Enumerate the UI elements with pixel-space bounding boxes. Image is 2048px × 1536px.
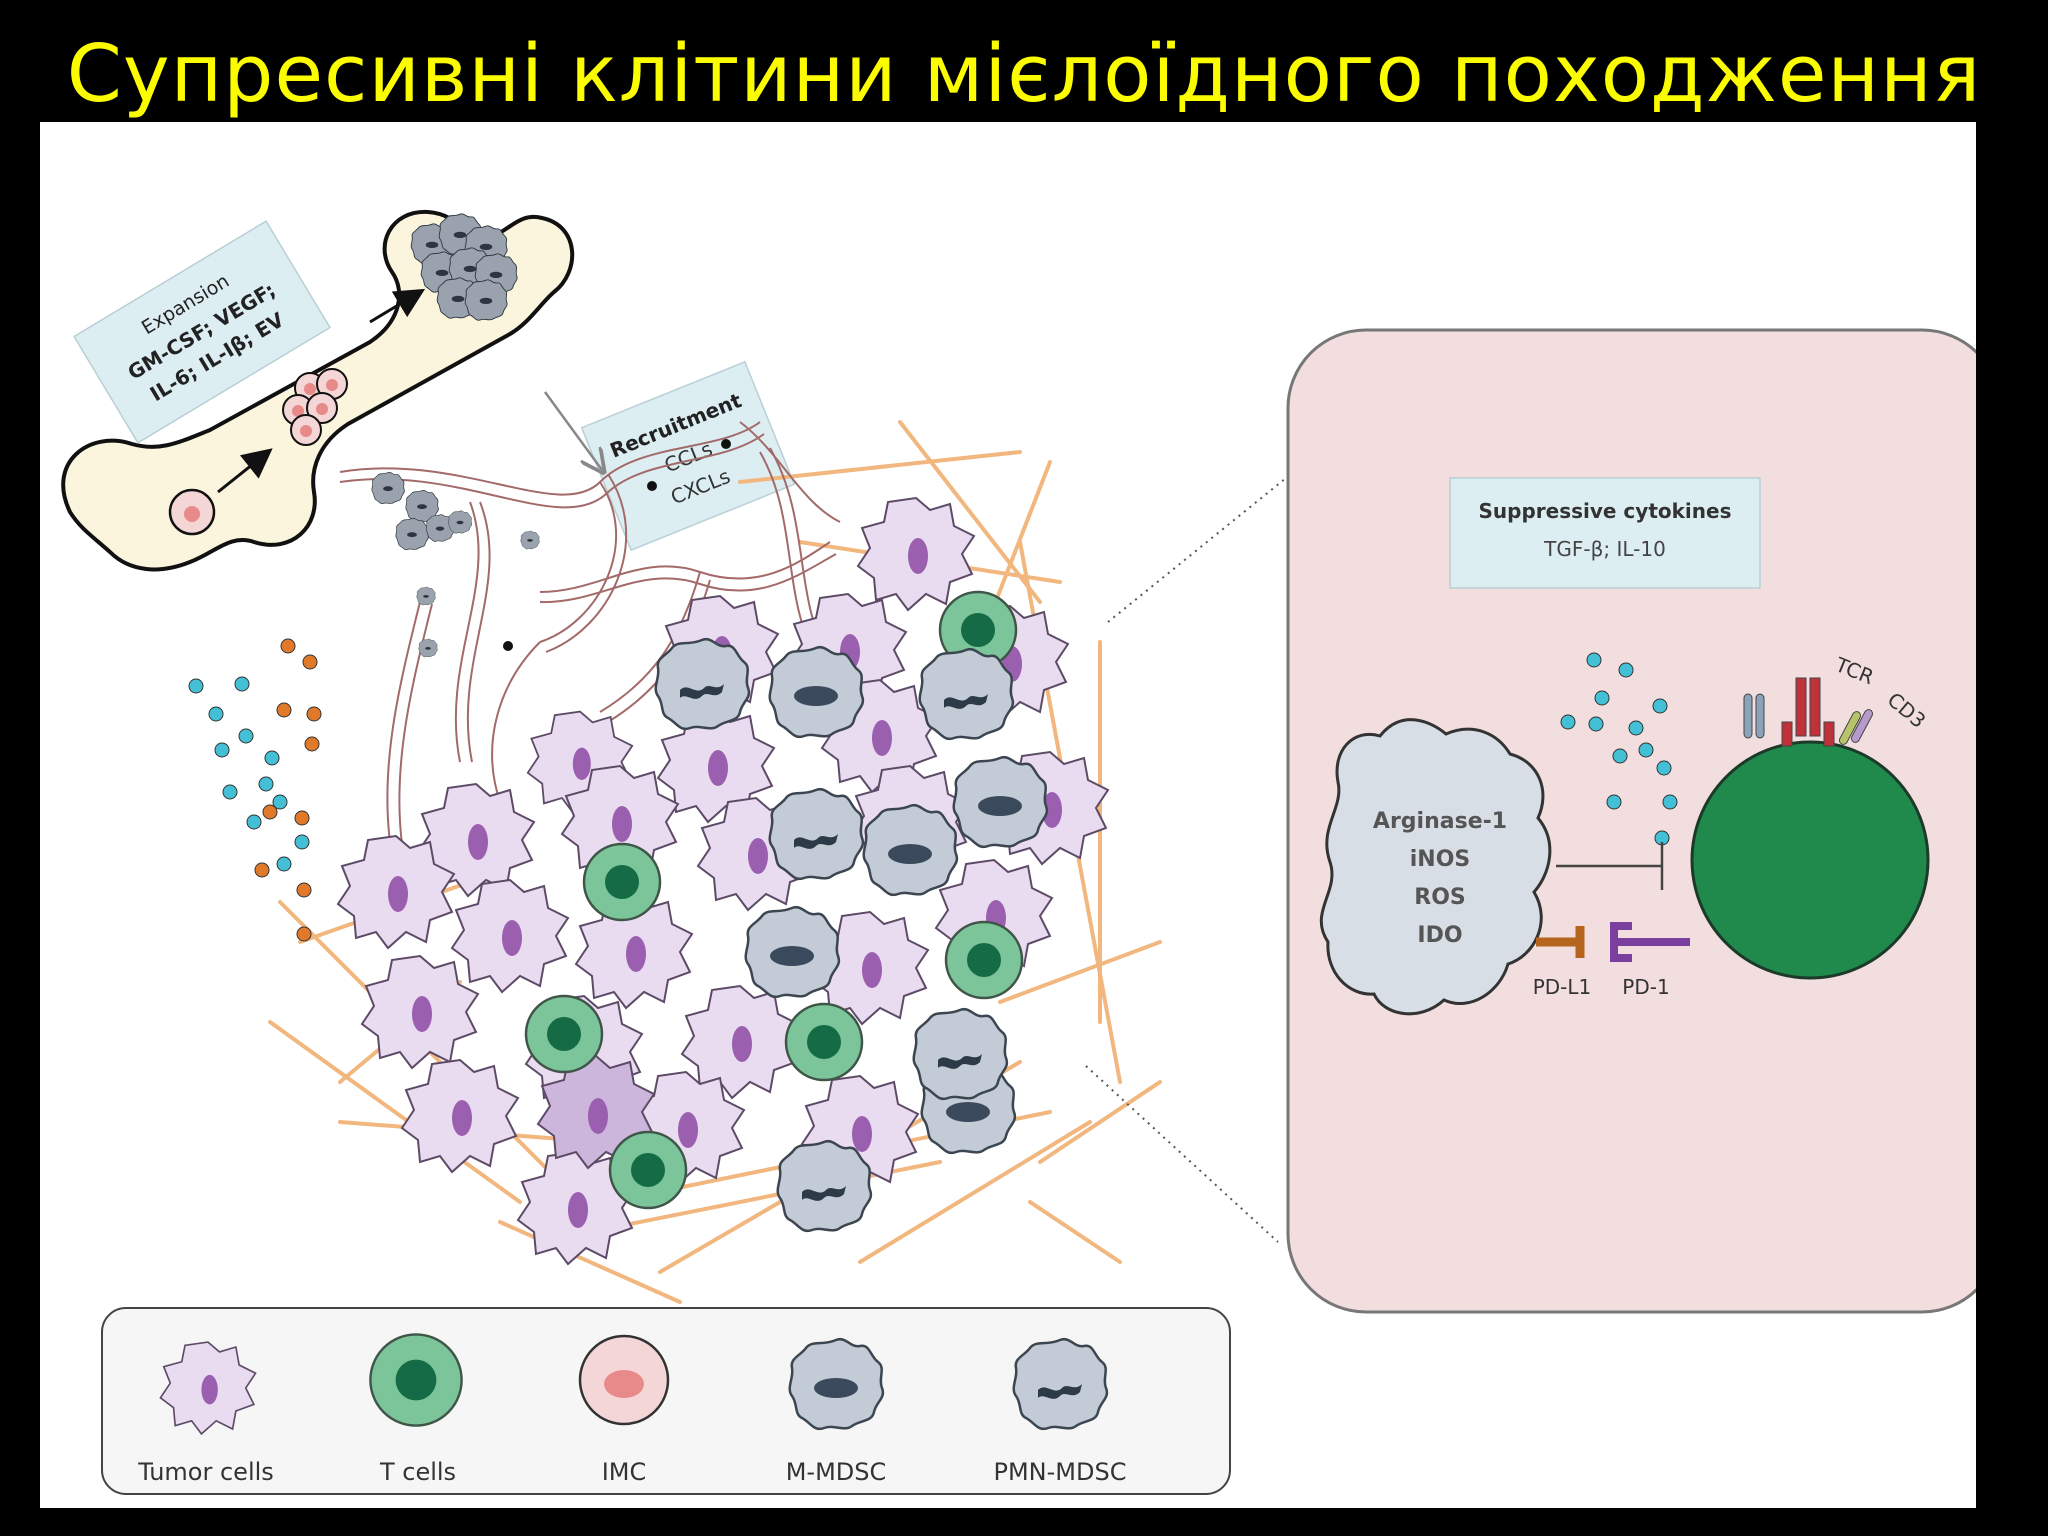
legend-label-t-cells: T cells (379, 1458, 456, 1486)
legend-item-m-mdsc: M-MDSC (786, 1337, 887, 1486)
legend: Tumor cells T cells IMC M-MDSC (101, 1307, 1231, 1495)
pd-1-label: PD-1 (1622, 975, 1669, 999)
imc-cluster (282, 368, 348, 446)
pmn-mdsc-icon (1012, 1337, 1109, 1431)
legend-label-m-mdsc: M-MDSC (786, 1458, 887, 1486)
mechanism-panel: Suppressive cytokines TGF-β; IL-10 Argin… (1286, 328, 1976, 1314)
blood-vessels (339, 421, 841, 845)
tumor-cell-icon (159, 1341, 257, 1435)
factor-inos: iNOS (1410, 847, 1471, 872)
imc-icon (578, 1334, 670, 1426)
pd-l1-label: PD-L1 (1533, 975, 1592, 999)
cytokines-list: TGF-β; IL-10 (1543, 537, 1666, 561)
legend-item-tumor-cells: Tumor cells (137, 1341, 274, 1486)
m-mdsc-icon (788, 1337, 885, 1431)
legend-label-tumor-cells: Tumor cells (137, 1458, 274, 1486)
chemokine-dots (188, 638, 322, 942)
tcr-complex (1743, 677, 1874, 747)
vessel-mdsc (372, 439, 731, 657)
legend-item-imc: IMC (578, 1334, 670, 1486)
mdsc-effector-cell: Arginase-1 iNOS ROS IDO (1319, 718, 1552, 1016)
mdsc-diagram: Expansion GM-CSF; VEGF; IL-6; IL-Iβ; EV … (61, 209, 1976, 1495)
pd-1-receptor (1610, 922, 1690, 962)
t-cell-target (1690, 740, 1930, 980)
cytokines-heading: Suppressive cytokines (1479, 499, 1732, 523)
t-cell-icon (369, 1333, 463, 1427)
factor-arginase: Arginase-1 (1373, 809, 1507, 834)
maturation-arrow-2 (369, 288, 426, 324)
zoom-guide-bottom (1085, 1065, 1279, 1243)
factor-ido: IDO (1417, 923, 1462, 948)
cytokine-dots-panel (1560, 652, 1678, 846)
expansion-box: Expansion GM-CSF; VEGF; IL-6; IL-Iβ; EV (73, 220, 331, 444)
maturation-arrow-1 (217, 448, 273, 494)
legend-item-t-cells: T cells (369, 1333, 463, 1486)
slide-title: Супресивні клітини мієлоїдного походженн… (66, 28, 1982, 120)
legend-label-imc: IMC (602, 1458, 647, 1486)
inhibition-arrow (1556, 842, 1664, 890)
figure-panel: Expansion GM-CSF; VEGF; IL-6; IL-Iβ; EV … (40, 122, 1976, 1508)
recruitment-arrow (543, 391, 602, 470)
factor-ros: ROS (1414, 885, 1466, 910)
suppressive-cytokines-box: Suppressive cytokines TGF-β; IL-10 (1449, 477, 1761, 589)
tumor-microenvironment (338, 498, 1108, 1264)
pd-l1-ligand (1536, 926, 1585, 958)
imc-in-bone (168, 488, 216, 536)
legend-item-pmn-mdsc: PMN-MDSC (994, 1337, 1127, 1486)
zoom-guide-top (1107, 477, 1287, 623)
legend-label-pmn-mdsc: PMN-MDSC (994, 1458, 1127, 1486)
bone-marrow (61, 209, 575, 572)
